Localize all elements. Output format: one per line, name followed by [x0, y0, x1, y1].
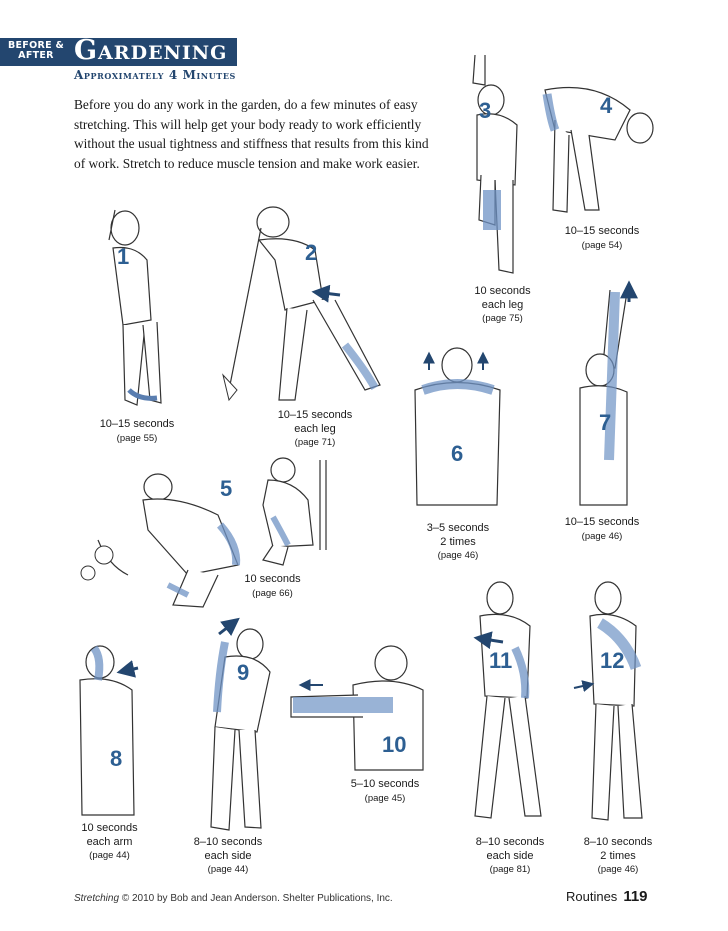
stretch-9-figure-illustration [195, 617, 295, 837]
stretch-7-figure-illustration [565, 280, 638, 515]
stretch-10-duration: 5–10 seconds [350, 778, 420, 790]
stretch-3-duration: 10 seconds [474, 285, 531, 297]
stretch-5-figure-illustration [68, 455, 343, 615]
stretch-3-number: 3 [479, 98, 492, 123]
stretch-6-caption: 3–5 seconds 2 times (page 46) [408, 522, 508, 563]
stretch-1-caption: 10–15 seconds (page 55) [82, 418, 192, 445]
stretch-8-figure-illustration [72, 640, 147, 820]
stretch-3-page: (page 75) [482, 313, 523, 324]
stretch-3-caption: 10 seconds each leg (page 75) [455, 285, 550, 326]
stretch-4-figure-illustration [535, 80, 660, 220]
stretch-5-number: 5 [220, 476, 233, 501]
stretch-11-page: (page 81) [489, 864, 531, 875]
stretch-2-figure-illustration [215, 200, 390, 410]
stretch-7-caption: 10–15 seconds (page 46) [552, 516, 652, 543]
stretch-11-duration: 8–10 seconds [475, 836, 545, 848]
stretch-11-number: 11 [489, 648, 513, 673]
stretch-9-duration: 8–10 seconds [193, 836, 263, 848]
stretch-2-caption: 10–15 seconds each leg (page 71) [260, 409, 370, 450]
intro-paragraph: Before you do any work in the garden, do… [74, 97, 429, 171]
stretch-10-figure-illustration [283, 635, 433, 775]
footer-section: Routines [566, 889, 618, 904]
stretch-4-duration: 10–15 seconds [564, 225, 640, 237]
stretch-4-caption: 10–15 seconds (page 54) [552, 225, 652, 252]
stretch-1-duration: 10–15 seconds [99, 418, 175, 430]
stretch-8-page: (page 44) [89, 850, 130, 861]
stretch-7-duration: 10–15 seconds [564, 516, 640, 528]
stretch-10-number: 10 [382, 732, 407, 757]
header-banner [0, 38, 237, 66]
stretch-7-number: 7 [599, 410, 612, 435]
page-title: Gardening [74, 35, 228, 66]
footer-copyright: © 2010 by Bob and Jean Anderson. Shelter… [121, 893, 393, 904]
stretch-12-figure-illustration [570, 578, 655, 828]
stretch-2-number: 2 [305, 240, 318, 265]
stretch-7-page: (page 46) [581, 530, 623, 542]
stretch-8-duration: 10 seconds [81, 822, 138, 834]
stretch-10-caption: 5–10 seconds (page 45) [335, 778, 435, 805]
stretch-12-number: 12 [600, 648, 625, 673]
stretch-12-detail: 2 times [600, 849, 636, 862]
stretch-9-detail: each side [204, 849, 252, 862]
stretch-6-figure-illustration [405, 340, 510, 515]
stretch-4-page: (page 54) [581, 239, 623, 251]
stretch-9-caption: 8–10 seconds each side (page 44) [178, 836, 278, 877]
stretch-1-number: 1 [117, 244, 130, 269]
before-after-line1: BEFORE & [7, 40, 65, 51]
before-after-line2: AFTER [18, 50, 54, 61]
stretch-10-page: (page 45) [364, 792, 406, 804]
stretch-6-number: 6 [451, 441, 464, 466]
stretch-2-detail: each leg [294, 422, 336, 435]
footer-book-title: Stretching [74, 893, 120, 904]
stretch-12-caption: 8–10 seconds 2 times (page 46) [568, 836, 668, 877]
stretch-5-duration: 10 seconds [244, 573, 301, 585]
stretch-8-detail: each arm [86, 835, 133, 848]
footer-page-info: Routines 119 [566, 888, 648, 905]
stretch-2-page: (page 71) [294, 437, 336, 448]
stretch-3-detail: each leg [481, 298, 524, 311]
page-subtitle: Approximately 4 Minutes [74, 68, 236, 82]
stretch-4-number: 4 [600, 93, 613, 118]
stretch-6-page: (page 46) [437, 550, 479, 561]
stretch-3-figure-illustration [455, 55, 535, 280]
stretch-11-figure-illustration [473, 578, 555, 828]
stretch-8-caption: 10 seconds each arm (page 44) [62, 822, 157, 863]
stretch-6-detail: 2 times [440, 535, 476, 548]
stretch-12-duration: 8–10 seconds [583, 836, 653, 848]
stretch-1-page: (page 55) [116, 432, 158, 444]
stretch-6-duration: 3–5 seconds [426, 522, 490, 534]
before-after-label: BEFORE & AFTER [4, 41, 68, 61]
stretch-9-number: 9 [237, 660, 250, 685]
footer-credit: Stretching © 2010 by Bob and Jean Anders… [74, 893, 393, 904]
stretch-5-caption: 10 seconds (page 66) [225, 573, 320, 600]
stretch-12-page: (page 46) [597, 864, 639, 875]
stretch-1-figure-illustration [95, 200, 185, 415]
stretch-5-page: (page 66) [252, 587, 293, 599]
stretch-2-duration: 10–15 seconds [277, 409, 353, 421]
stretch-11-caption: 8–10 seconds each side (page 81) [460, 836, 560, 877]
stretch-8-number: 8 [110, 746, 123, 771]
page-number: 119 [623, 888, 648, 905]
stretch-9-page: (page 44) [207, 864, 249, 875]
stretch-11-detail: each side [486, 849, 534, 862]
